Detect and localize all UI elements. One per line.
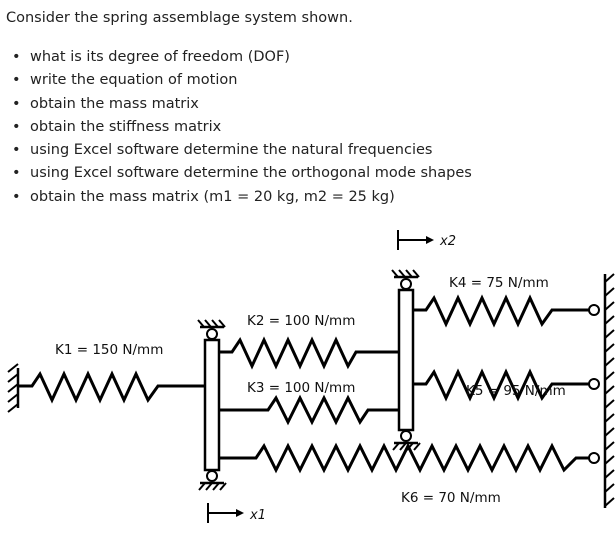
bullet-icon: • (12, 165, 21, 182)
x2-displacement-arrow-icon (397, 230, 434, 250)
task-text: using Excel software determine the ortho… (30, 165, 472, 182)
left-fixed-wall-icon (7, 363, 20, 413)
right-fixed-wall-icon (603, 273, 615, 508)
k1-label: K1 = 150 N/mm (55, 342, 163, 358)
mass-1-bottom-roller-icon (198, 470, 227, 491)
mass-2-block (397, 288, 415, 432)
task-list: • what is its degree of freedom (DOF) • wr… (12, 46, 472, 209)
bullet-icon: • (12, 49, 21, 65)
k6-label: K6 = 70 N/mm (401, 490, 501, 506)
task-text: obtain the mass matrix (30, 95, 199, 112)
spring-k4 (413, 294, 600, 328)
spring-k3 (219, 394, 399, 426)
task-item: • what is its degree of freedom (DOF) (12, 46, 472, 69)
spring-k5 (413, 368, 600, 402)
task-item: • obtain the mass matrix (12, 93, 472, 116)
k2-label: K2 = 100 N/mm (247, 313, 355, 329)
x1-label: x1 (249, 508, 266, 523)
k5-label: K5 = 95 N/mm (466, 383, 566, 399)
bullet-icon: • (12, 72, 21, 89)
problem-intro: Consider the spring assemblage system sh… (6, 10, 353, 26)
task-item: • obtain the stiffness matrix (12, 116, 472, 139)
task-text: using Excel software determine the natur… (30, 142, 433, 159)
mass-1-top-roller-icon (197, 319, 226, 340)
task-text: obtain the mass matrix (m1 = 20 kg, m2 =… (30, 188, 395, 205)
bullet-icon: • (12, 118, 21, 135)
x1-displacement-arrow-icon (207, 503, 244, 523)
task-item: • obtain the mass matrix (m1 = 20 kg, m2 … (12, 186, 472, 209)
bullet-icon: • (12, 95, 21, 112)
bullet-icon: • (12, 142, 21, 159)
mass-1-block (203, 338, 221, 472)
mass-2-top-roller-icon (391, 269, 420, 290)
spring-k2 (219, 336, 399, 370)
x2-label: x2 (439, 234, 456, 249)
k4-label: K4 = 75 N/mm (449, 275, 549, 291)
task-item: • using Excel software determine the orth… (12, 162, 472, 185)
task-text: write the equation of motion (30, 72, 238, 89)
spring-k1 (18, 370, 205, 404)
spring-k6 (219, 442, 600, 474)
task-text: what is its degree of freedom (DOF) (30, 49, 290, 65)
task-text: obtain the stiffness matrix (30, 118, 222, 135)
task-item: • using Excel software determine the natu… (12, 139, 472, 162)
task-item: • write the equation of motion (12, 69, 472, 92)
k3-label: K3 = 100 N/mm (247, 380, 355, 396)
bullet-icon: • (12, 188, 21, 205)
